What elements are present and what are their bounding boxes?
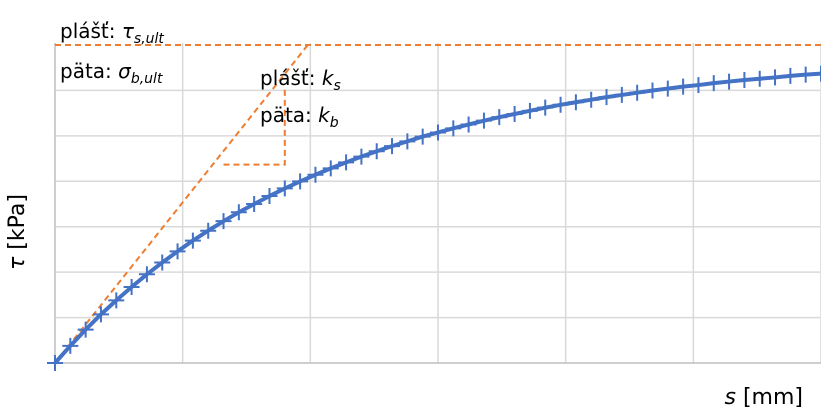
- data-point-marker: [307, 166, 324, 183]
- data-point-marker: [138, 266, 155, 283]
- data-point-marker: [506, 106, 523, 123]
- data-point-marker: [338, 154, 355, 171]
- series-markers: [47, 65, 821, 371]
- data-point-marker: [200, 222, 217, 239]
- data-point-marker: [184, 232, 201, 249]
- data-point-marker: [521, 102, 538, 119]
- annotation-shaft-ultimate: plášť: τs,ult: [60, 19, 164, 47]
- data-point-marker: [552, 96, 569, 113]
- data-point-marker: [47, 355, 63, 371]
- slope-triangle: [223, 87, 286, 166]
- x-axis-label: s [mm]: [725, 385, 804, 410]
- data-point-marker: [705, 75, 722, 92]
- data-point-marker: [399, 133, 416, 150]
- data-point-marker: [813, 65, 821, 82]
- initial-stiffness-line: [54, 44, 309, 364]
- data-point-marker: [62, 337, 79, 354]
- data-point-marker: [292, 173, 309, 190]
- data-point-marker: [430, 124, 446, 141]
- data-point-marker: [782, 67, 799, 84]
- data-point-marker: [322, 160, 339, 177]
- data-point-marker: [721, 73, 738, 90]
- data-point-marker: [215, 213, 232, 230]
- data-point-marker: [460, 116, 477, 133]
- data-point-marker: [154, 254, 171, 271]
- data-point-marker: [644, 82, 661, 99]
- data-point-marker: [583, 91, 600, 108]
- data-point-marker: [537, 99, 554, 116]
- data-point-marker: [613, 86, 630, 103]
- data-point-marker: [261, 188, 278, 205]
- data-point-marker: [475, 112, 492, 129]
- annotation-shaft-stiffness: plášť: ks: [260, 66, 341, 94]
- data-point-marker: [751, 70, 768, 87]
- data-point-marker: [92, 306, 109, 323]
- data-point-marker: [675, 78, 692, 95]
- data-point-marker: [659, 80, 676, 97]
- data-point-marker: [567, 94, 584, 111]
- data-point-marker: [491, 109, 508, 126]
- annotation-base-ultimate: päta: σb,ult: [60, 59, 163, 87]
- data-point-marker: [598, 89, 615, 106]
- data-point-marker: [230, 204, 247, 221]
- annotation-base-stiffness: päta: kb: [260, 103, 339, 131]
- data-point-marker: [276, 180, 293, 197]
- data-point-marker: [414, 128, 431, 145]
- data-point-marker: [77, 321, 94, 338]
- data-point-marker: [445, 120, 462, 137]
- data-point-marker: [797, 66, 814, 83]
- data-point-marker: [246, 196, 263, 212]
- data-point-marker: [736, 71, 753, 88]
- data-point-marker: [368, 143, 385, 160]
- data-point-marker: [384, 138, 401, 155]
- data-point-marker: [353, 148, 370, 165]
- grid-lines: [55, 43, 821, 363]
- data-point-marker: [123, 278, 140, 295]
- data-point-marker: [108, 292, 125, 309]
- data-point-marker: [629, 84, 646, 101]
- data-point-marker: [690, 77, 707, 94]
- data-point-marker: [169, 243, 186, 260]
- y-axis-label: τ [kPa]: [5, 194, 30, 270]
- data-point-marker: [767, 69, 784, 86]
